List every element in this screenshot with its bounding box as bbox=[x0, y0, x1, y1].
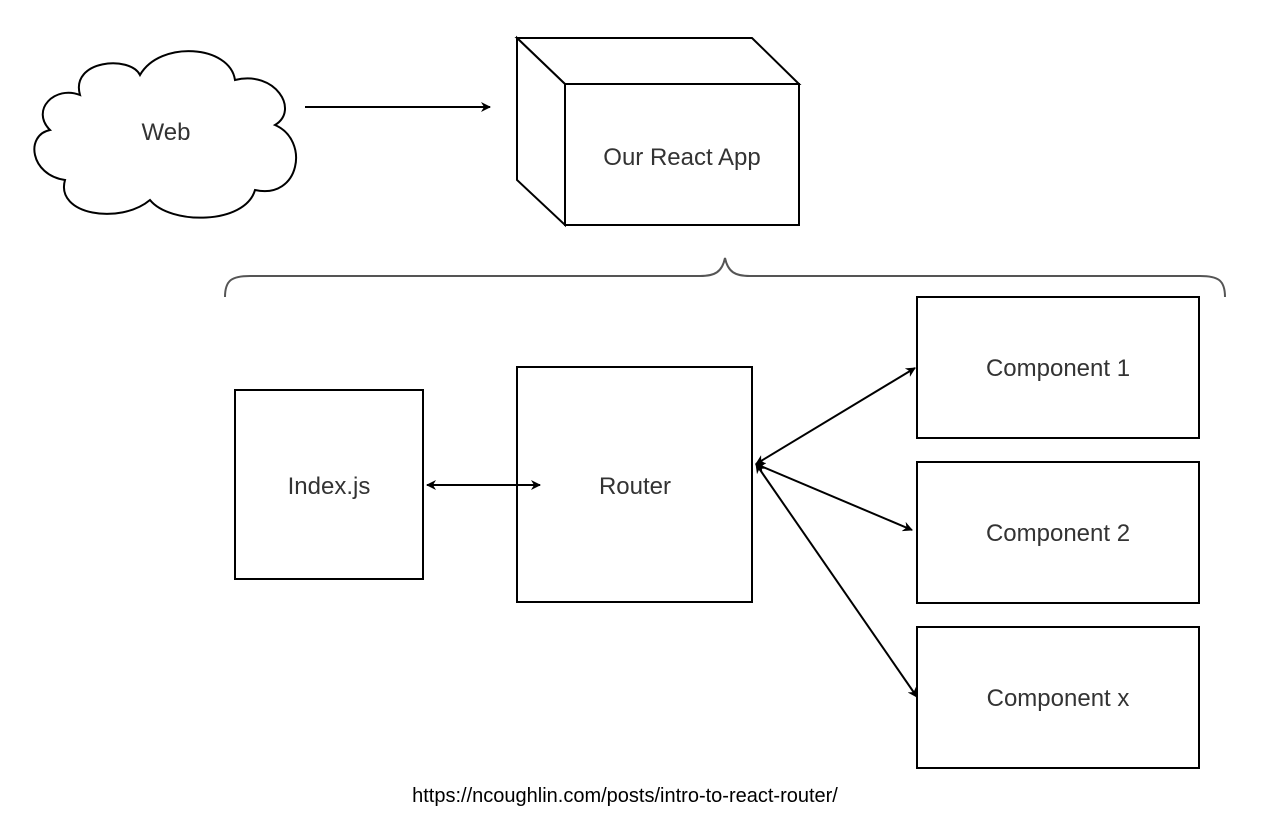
component-1-box bbox=[916, 296, 1200, 439]
react-app-cube-node: Our React App bbox=[514, 35, 802, 228]
index-js-node: Index.js bbox=[234, 389, 424, 580]
arrow-router-component-x bbox=[755, 463, 918, 698]
component-2-label: Component 2 bbox=[986, 520, 1130, 547]
component-2-node: Component 2 bbox=[916, 461, 1200, 604]
cube-top-face bbox=[514, 37, 802, 85]
index-js-label: Index.js bbox=[288, 473, 371, 500]
router-node: Router bbox=[516, 366, 753, 603]
source-url-caption: https://ncoughlin.com/posts/intro-to-rea… bbox=[412, 785, 838, 807]
router-label: Router bbox=[599, 473, 671, 500]
component-2-box bbox=[916, 461, 1200, 604]
component-1-node: Component 1 bbox=[916, 296, 1200, 439]
index-js-box bbox=[234, 389, 424, 580]
component-x-box bbox=[916, 626, 1200, 769]
web-cloud-node: Web bbox=[33, 50, 297, 219]
arrow-router-component-1 bbox=[755, 367, 916, 465]
app-scope-brace bbox=[224, 257, 1226, 298]
cube-front-face bbox=[564, 83, 800, 226]
react-app-label: Our React App bbox=[603, 144, 760, 171]
component-x-label: Component x bbox=[987, 685, 1130, 712]
web-label: Web bbox=[142, 119, 191, 146]
cloud-shape bbox=[33, 50, 297, 219]
router-box bbox=[516, 366, 753, 603]
component-1-label: Component 1 bbox=[986, 355, 1130, 382]
component-x-node: Component x bbox=[916, 626, 1200, 769]
